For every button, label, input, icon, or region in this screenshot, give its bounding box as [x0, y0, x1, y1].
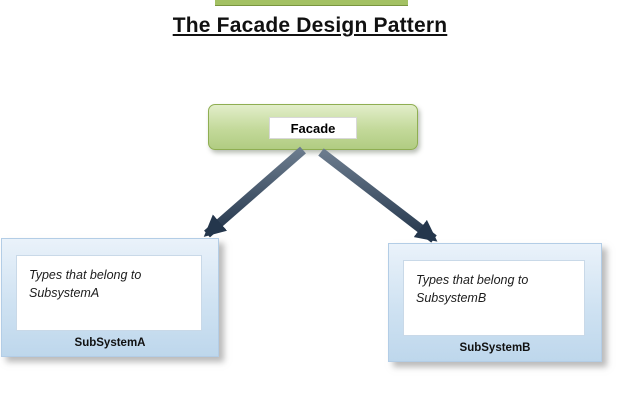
arrow-facade-to-subsystem-b-icon [318, 148, 438, 243]
subsystem-a-caption: SubSystemA [74, 337, 146, 349]
subsystem-b-inner-panel: Types that belong to SubsystemB [403, 260, 585, 336]
subsystem-b-box: Types that belong to SubsystemB SubSyste… [388, 243, 602, 362]
subsystem-a-body-text: Types that belong to SubsystemA [29, 268, 142, 301]
subsystem-a-inner-panel: Types that belong to SubsystemA [16, 255, 202, 331]
subsystem-b-body-text: Types that belong to SubsystemB [416, 273, 529, 306]
page-title: The Facade Design Pattern [172, 14, 448, 37]
top-green-bar [215, 0, 408, 6]
subsystem-a-box: Types that belong to SubsystemA SubSyste… [1, 238, 219, 357]
subsystem-b-caption: SubSystemB [459, 342, 531, 354]
facade-label: Facade [290, 120, 336, 136]
facade-box: Facade [208, 104, 418, 150]
facade-label-plate: Facade [269, 117, 357, 139]
arrow-facade-to-subsystem-a-icon [203, 146, 306, 238]
